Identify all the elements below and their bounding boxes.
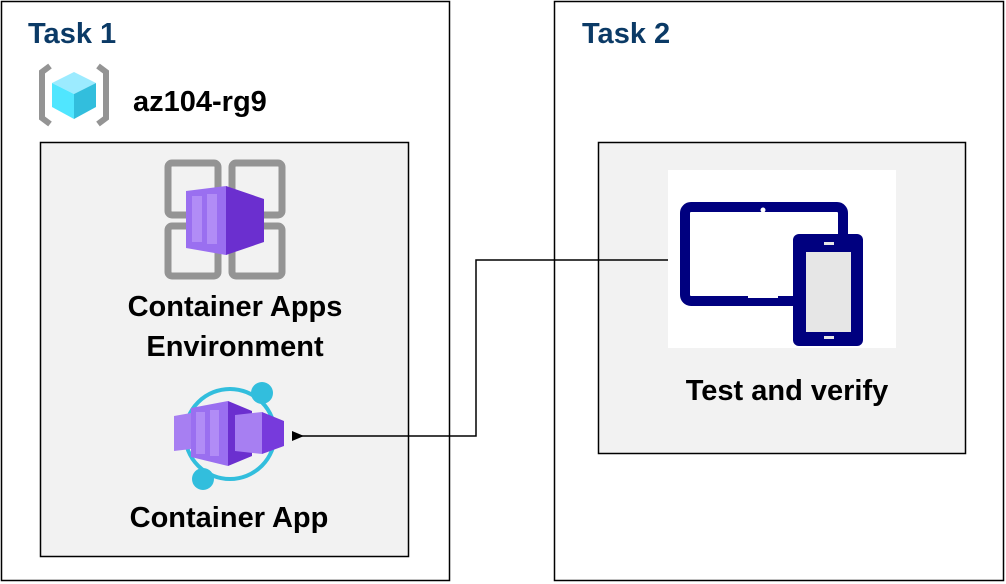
task2-title: Task 2 <box>582 18 670 50</box>
container-app-icon <box>174 382 284 490</box>
container-app-label: Container App <box>130 502 329 534</box>
resource-group-name: az104-rg9 <box>133 86 267 118</box>
resource-group-icon <box>39 63 109 127</box>
task1-title: Task 1 <box>28 18 116 50</box>
test-label: Test and verify <box>686 375 889 407</box>
connector-arrow <box>292 259 668 441</box>
devices-icon <box>680 202 863 346</box>
environment-label-line1: Container Apps <box>128 291 343 323</box>
container-apps-environment-icon <box>164 159 286 280</box>
environment-label-line2: Environment <box>146 331 324 363</box>
